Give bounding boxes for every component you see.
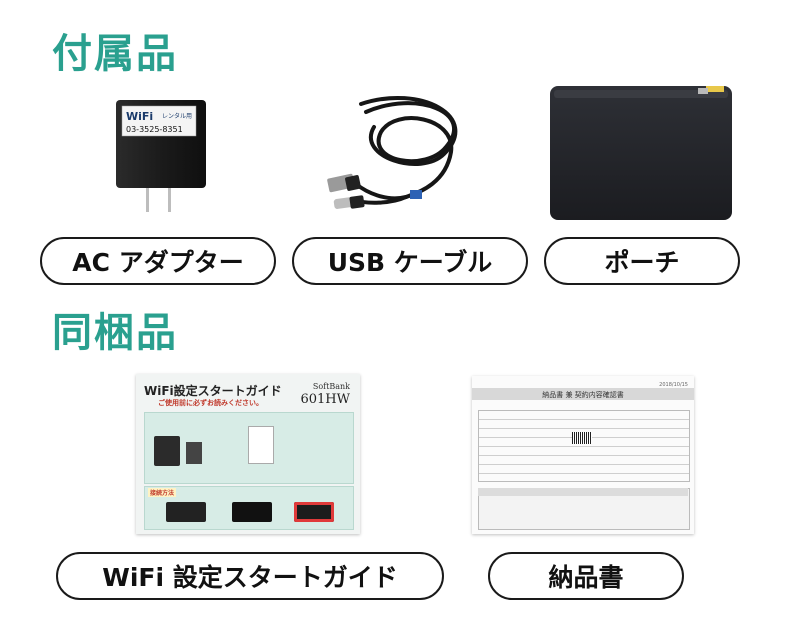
usb-cable-image: [326, 92, 476, 220]
guide-subheading: ご使用前に必ずお読みください。: [158, 399, 263, 407]
setup-guide-image: WiFi設定スタートガイド ご使用前に必ずお読みください。 SoftBank 6…: [136, 374, 360, 534]
invoice-heading: 納品書 兼 契約内容確認書: [542, 391, 624, 399]
label-usb-cable: USB ケーブル: [292, 237, 528, 285]
guide-model: 601HW: [300, 392, 350, 407]
guide-step-label: 接続方法: [148, 488, 177, 497]
pouch-image: [548, 84, 734, 222]
adapter-phone-text: 03-3525-8351: [126, 125, 183, 134]
section-title-enclosed: 同梱品: [52, 310, 178, 356]
guide-brand: SoftBank: [312, 382, 350, 391]
guide-heading: WiFi設定スタートガイド: [144, 384, 282, 398]
label-setup-guide: WiFi 設定スタートガイド: [56, 552, 444, 600]
label-invoice: 納品書: [488, 552, 684, 600]
adapter-tag-text: レンタル用: [162, 112, 192, 120]
section-title-accessories: 付属品: [52, 31, 178, 77]
label-ac-adapter: AC アダプター: [40, 237, 276, 285]
ac-adapter-image: WiFi レンタル用 03-3525-8351: [112, 98, 212, 216]
invoice-date: 2018/10/15: [659, 382, 688, 388]
label-pouch: ポーチ: [544, 237, 740, 285]
adapter-brand-text: WiFi: [126, 110, 153, 123]
invoice-image: 2018/10/15 納品書 兼 契約内容確認書: [472, 376, 694, 534]
